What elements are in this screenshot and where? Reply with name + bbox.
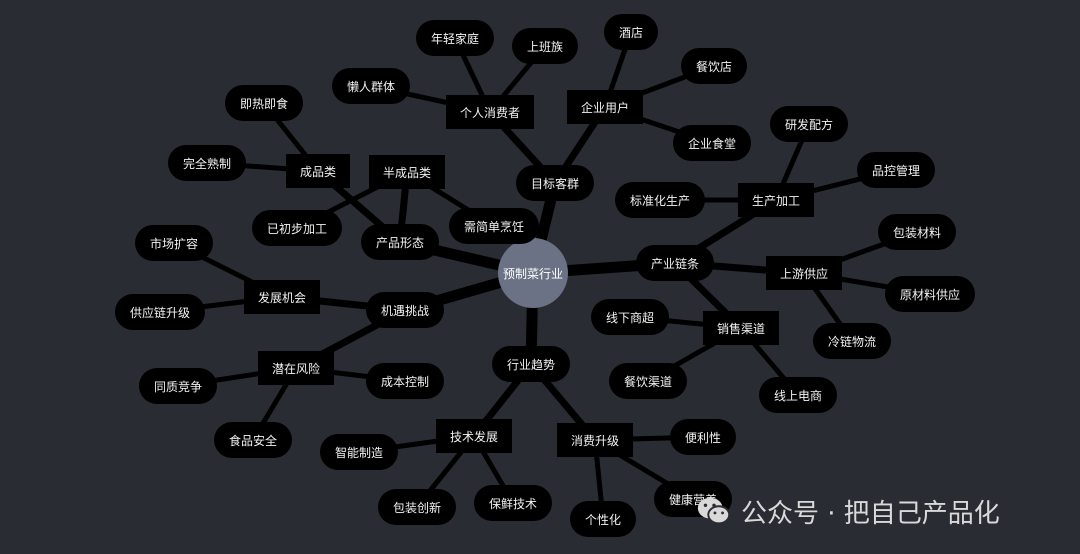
leaf-node[interactable]: 餐饮店 (680, 48, 748, 84)
leaf-node[interactable]: 供应链升级 (114, 294, 206, 330)
leaf-node[interactable]: 即热即食 (224, 85, 304, 121)
leaf-node[interactable]: 完全熟制 (167, 145, 247, 181)
leaf-node[interactable]: 包装材料 (877, 214, 957, 250)
leaf-node[interactable]: 懒人群体 (331, 68, 411, 104)
branch-trend[interactable]: 行业趋势 (491, 346, 571, 382)
leaf-node[interactable]: 冷链物流 (812, 323, 892, 359)
leaf-node[interactable]: 包装创新 (377, 489, 457, 525)
leaf-node[interactable]: 成本控制 (365, 363, 445, 399)
leaf-node[interactable]: 标准化生产 (614, 182, 706, 218)
node-opportunity[interactable]: 发展机会 (243, 280, 321, 314)
branch-form[interactable]: 产品形态 (360, 224, 440, 260)
leaf-node[interactable]: 食品安全 (213, 422, 293, 458)
node-sales[interactable]: 销售渠道 (702, 311, 780, 345)
node-semi[interactable]: 半成品类 (368, 155, 446, 189)
watermark-text: 公众号 · 把自己产品化 (741, 498, 1000, 529)
leaf-node[interactable]: 线上电商 (758, 377, 838, 413)
leaf-node[interactable]: 保鲜技术 (473, 485, 553, 521)
leaf-node[interactable]: 企业食堂 (672, 125, 752, 161)
node-tech[interactable]: 技术发展 (435, 419, 513, 453)
node-consumption[interactable]: 消费升级 (556, 423, 634, 457)
leaf-node[interactable]: 原材料供应 (884, 276, 976, 312)
leaf-node[interactable]: 智能制造 (319, 434, 399, 470)
branch-challenge[interactable]: 机遇挑战 (365, 292, 445, 328)
watermark: 公众号 · 把自己产品化 (695, 492, 1000, 530)
branch-chain[interactable]: 产业链条 (635, 245, 715, 281)
node-enterprise[interactable]: 企业用户 (566, 90, 644, 124)
leaf-node[interactable]: 餐饮渠道 (608, 363, 688, 399)
leaf-node[interactable]: 同质竞争 (138, 368, 218, 404)
branch-target[interactable]: 目标客群 (515, 165, 595, 201)
node-production[interactable]: 生产加工 (737, 183, 815, 217)
wechat-icon (697, 497, 731, 525)
leaf-node[interactable]: 研发配方 (769, 106, 849, 142)
node-finished[interactable]: 成品类 (285, 154, 351, 188)
leaf-node[interactable]: 已初步加工 (251, 210, 343, 246)
leaf-node[interactable]: 便利性 (669, 419, 737, 455)
leaf-node[interactable]: 品控管理 (856, 152, 936, 188)
leaf-node[interactable]: 上班族 (511, 28, 579, 64)
leaf-node[interactable]: 市场扩容 (134, 225, 214, 261)
center-topic[interactable]: 预制菜行业 (498, 238, 568, 308)
leaf-node[interactable]: 酒店 (603, 14, 659, 50)
leaf-node[interactable]: 个性化 (569, 501, 637, 537)
node-risk[interactable]: 潜在风险 (257, 351, 335, 385)
leaf-node[interactable]: 年轻家庭 (415, 20, 495, 56)
leaf-node[interactable]: 线下商超 (590, 299, 670, 335)
node-upstream[interactable]: 上游供应 (765, 256, 843, 290)
node-personal[interactable]: 个人消费者 (445, 95, 535, 129)
leaf-node[interactable]: 需简单烹饪 (448, 208, 540, 244)
